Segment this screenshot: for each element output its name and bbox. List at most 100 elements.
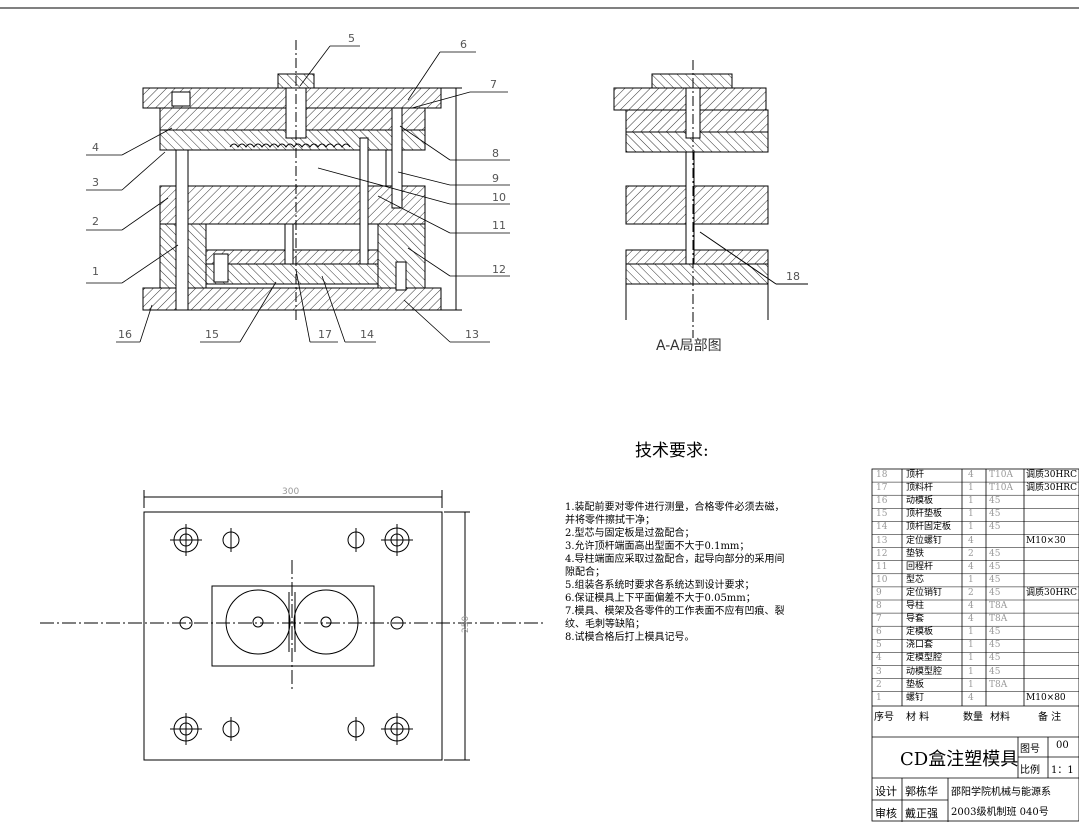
bom-cell-no: 2 xyxy=(876,679,882,690)
bom-cell-no: 1 xyxy=(876,692,882,703)
product-name: CD盒注塑模具 xyxy=(900,749,1019,770)
bom-cell-qty: 4 xyxy=(968,614,974,625)
callout-11: 11 xyxy=(492,219,506,232)
drawing-no-label: 图号 xyxy=(1020,744,1040,755)
bom-cell-no: 6 xyxy=(876,627,882,638)
bom-cell-qty: 1 xyxy=(968,522,974,533)
drawing-no: 00 xyxy=(1056,740,1069,751)
bom-cell-mat: 45 xyxy=(989,627,1001,638)
bom-cell-no: 7 xyxy=(876,614,882,625)
callout-10: 10 xyxy=(492,191,506,204)
bom-cell-mat: 45 xyxy=(989,509,1001,520)
bom-cell-mat: T10A xyxy=(989,483,1013,494)
requirement-line: 7.模具、模架及各零件的工作表面不应有凹痕、裂 xyxy=(565,606,785,617)
bom-cell-qty: 1 xyxy=(968,627,974,638)
bom-cell-name: 顶杆 xyxy=(906,470,925,480)
bom-cell-note: 调质30HRC xyxy=(1026,587,1077,598)
callout-17: 17 xyxy=(318,328,332,341)
callout-16: 16 xyxy=(118,328,132,341)
bom-cell-mat: 45 xyxy=(989,574,1001,585)
bom-cell-no: 5 xyxy=(876,640,882,651)
bom-cell-qty: 4 xyxy=(968,535,974,546)
bom-cell-no: 11 xyxy=(876,561,888,572)
organization-line-1: 邵阳学院机械与能源系 xyxy=(951,787,1051,798)
bom-cell-name: 定模板 xyxy=(906,627,934,638)
bom-cell-qty: 1 xyxy=(968,640,974,651)
bom-cell-no: 18 xyxy=(876,470,888,480)
bom-cell-name: 动模型腔 xyxy=(906,666,943,677)
callout-13: 13 xyxy=(465,328,479,341)
dimension-width: 300 xyxy=(282,487,299,497)
requirement-line: 3.允许顶杆端面高出型面不大于0.1mm； xyxy=(565,541,750,552)
bom-cell-mat: 45 xyxy=(989,548,1001,559)
bom-cell-name: 导柱 xyxy=(906,601,925,611)
bom-cell-name: 定模型腔 xyxy=(906,653,943,664)
bom-cell-note: 调质30HRC xyxy=(1026,483,1077,494)
bom-cell-mat: 45 xyxy=(989,561,1001,572)
callout-1: 1 xyxy=(92,265,99,278)
plan-view xyxy=(40,490,545,761)
bom-cell-note: M10×30 xyxy=(1026,535,1066,546)
bom-header-mat: 材料 xyxy=(990,712,1010,723)
technical-requirements-title: 技术要求: xyxy=(635,441,709,461)
requirement-line: 4.导柱端面应采取过盈配合，起导向部分的采用间 xyxy=(565,554,785,565)
section-caption: A-A局部图 xyxy=(656,338,722,354)
reviewer-label: 审核 xyxy=(875,807,897,820)
bom-cell-qty: 4 xyxy=(968,601,974,611)
bom-cell-name: 浇口套 xyxy=(906,640,934,651)
requirement-line: 2.型芯与固定板是过盈配合； xyxy=(565,528,695,539)
designer-label: 设计 xyxy=(875,785,897,798)
callout-15: 15 xyxy=(205,328,219,341)
bom-cell-no: 3 xyxy=(876,666,882,677)
bom-cell-qty: 1 xyxy=(968,679,974,690)
requirement-line: 8.试模合格后打上模具记号。 xyxy=(565,632,695,643)
bom-cell-no: 13 xyxy=(876,535,888,546)
requirement-line: 6.保证模具上下平面偏差不大于0.05mm； xyxy=(565,593,756,604)
scale-label: 比例 xyxy=(1020,765,1040,776)
bom-cell-qty: 1 xyxy=(968,653,974,664)
callout-4: 4 xyxy=(92,141,99,154)
bom-cell-no: 15 xyxy=(876,509,888,520)
bom-cell-no: 16 xyxy=(876,496,888,507)
technical-requirements-list: 1.装配前要对零件进行测量，合格零件必须去磁， 并将零件擦拭干净； 2.型芯与固… xyxy=(565,501,840,644)
bom-cell-note: 调质30HRC xyxy=(1026,470,1077,480)
bom-cell-no: 9 xyxy=(876,587,882,598)
bom-cell-name: 定位螺钉 xyxy=(906,535,943,546)
bom-cell-name: 导套 xyxy=(906,614,925,625)
bom-cell-name: 动模板 xyxy=(906,496,934,507)
main-callout-labels: 1 2 3 4 5 6 7 8 9 10 11 12 13 14 15 16 1… xyxy=(92,32,506,341)
bom-cell-qty: 1 xyxy=(968,483,974,494)
callout-18: 18 xyxy=(786,270,800,283)
bom-cell-no: 14 xyxy=(876,522,888,533)
bom-cell-name: 回程杆 xyxy=(906,561,934,572)
bom-cell-name: 垫铁 xyxy=(906,548,925,559)
bom-header-no: 序号 xyxy=(874,712,894,723)
callout-14: 14 xyxy=(360,328,374,341)
scale-value: 1：1 xyxy=(1051,765,1074,776)
bom-cell-no: 8 xyxy=(876,601,882,611)
bom-cell-name: 型芯 xyxy=(906,574,925,585)
callout-5: 5 xyxy=(348,32,355,45)
bom-header-name: 材 料 xyxy=(906,712,930,723)
callout-6: 6 xyxy=(460,38,467,51)
bom-cell-qty: 2 xyxy=(968,587,974,598)
main-leader-lines xyxy=(86,45,510,343)
bom-cell-qty: 1 xyxy=(968,574,974,585)
bom-cell-no: 17 xyxy=(876,483,888,494)
bom-cell-qty: 4 xyxy=(968,561,974,572)
bom-cell-qty: 4 xyxy=(968,470,974,480)
bom-cell-mat: T10A xyxy=(989,470,1013,480)
bom-cell-mat: 45 xyxy=(989,522,1001,533)
bom-header-qty: 数量 xyxy=(963,712,983,723)
organization-line-2: 2003级机制班 040号 xyxy=(951,807,1049,818)
reviewer-name: 戴正强 xyxy=(905,807,938,820)
bom-cell-qty: 1 xyxy=(968,496,974,507)
requirement-line: 纹、毛刺等缺陷； xyxy=(565,619,645,630)
bom-cell-mat: 45 xyxy=(989,587,1001,598)
requirement-line: 隙配合； xyxy=(565,567,605,578)
callout-2: 2 xyxy=(92,215,99,228)
bom-cell-mat: T8A xyxy=(989,679,1008,690)
requirement-line: 并将零件擦拭干净； xyxy=(565,515,655,526)
bom-cell-mat: 45 xyxy=(989,496,1001,507)
